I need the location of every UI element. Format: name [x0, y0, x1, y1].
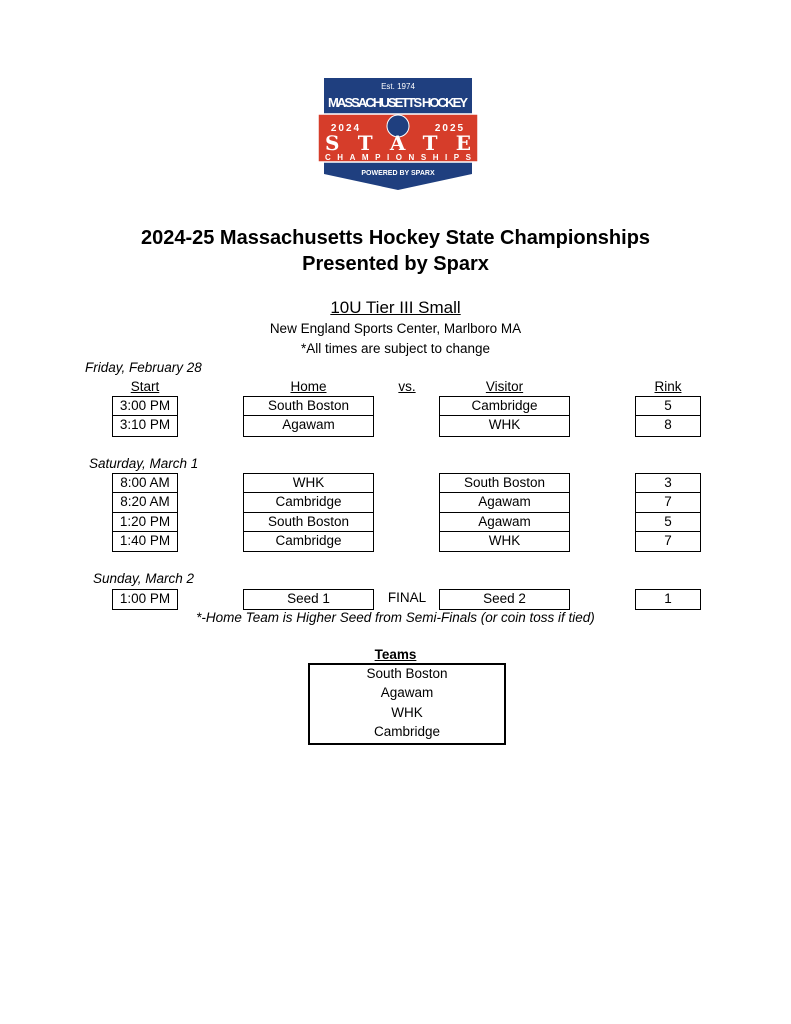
rink-cell: 5 [636, 513, 700, 532]
rink-cell: 7 [664, 532, 672, 548]
start-cell: 8:20 AM [113, 493, 177, 513]
home-cell: Agawam [282, 417, 335, 433]
page-subtitle: Presented by Sparx [302, 253, 489, 275]
svg-text:2025: 2025 [435, 123, 465, 134]
svg-text:2024: 2024 [331, 123, 361, 134]
final-label: FINAL [387, 590, 427, 605]
visitor-cell: WHK [488, 417, 521, 433]
header-home: Home [290, 379, 327, 394]
rink-cell: 3 [636, 474, 700, 494]
header-start: Start [130, 379, 160, 394]
team-item: South Boston [366, 666, 448, 681]
state-championships-logo: Est. 1974 MASSACHUSETTS HOCKEY 2024 2025… [318, 78, 478, 190]
page-title: 2024-25 Massachusetts Hockey State Champ… [140, 227, 651, 249]
visitor-cell: WHK [488, 532, 521, 548]
team-item: WHK [391, 704, 423, 720]
division-title: 10U Tier III Small [330, 298, 461, 317]
svg-text:Est. 1974: Est. 1974 [381, 82, 415, 91]
visitor-column: Seed 2 [439, 589, 570, 611]
svg-text:MASSACHUSETTS HOCKEY: MASSACHUSETTS HOCKEY [328, 95, 468, 110]
home-cell: WHK [244, 474, 373, 494]
team-item: Cambridge [373, 723, 441, 739]
home-cell: South Boston [244, 513, 373, 532]
header-rink: Rink [654, 379, 682, 394]
header-vs: vs. [398, 379, 416, 394]
visitor-cell: Agawam [440, 493, 569, 513]
home-cell: Cambridge [275, 532, 342, 548]
visitor-cell: South Boston [440, 474, 569, 494]
team-item: Agawam [380, 685, 434, 701]
header-visitor: Visitor [485, 379, 524, 394]
day-label: Saturday, March 1 [89, 456, 199, 471]
rink-cell: 7 [636, 493, 700, 513]
teams-title: Teams [374, 647, 417, 662]
start-cell: 1:40 PM [119, 532, 171, 548]
start-cell: 3:00 PM [113, 397, 177, 417]
day-label: Friday, February 28 [85, 360, 202, 375]
day-label: Sunday, March 2 [93, 571, 195, 586]
home-cell: Seed 1 [287, 591, 330, 606]
start-cell: 8:00 AM [113, 474, 177, 494]
visitor-cell: Cambridge [440, 397, 569, 417]
rink-cell: 1 [664, 591, 672, 606]
home-cell: South Boston [244, 397, 373, 417]
venue: New England Sports Center, Marlboro MA [269, 321, 522, 336]
visitor-cell: Agawam [440, 513, 569, 532]
svg-text:POWERED BY SPARX: POWERED BY SPARX [361, 170, 435, 177]
home-column: Seed 1 [243, 589, 374, 611]
start-cell: 1:00 PM [119, 591, 171, 606]
disclaimer: *All times are subject to change [300, 341, 491, 356]
start-column: 1:00 PM [112, 589, 178, 611]
start-cell: 3:10 PM [119, 417, 171, 433]
start-cell: 1:20 PM [113, 513, 177, 532]
visitor-cell: Seed 2 [483, 591, 526, 606]
home-cell: Cambridge [244, 493, 373, 513]
rink-cell: 5 [636, 397, 700, 417]
svg-text:CHAMPIONSHIPS: CHAMPIONSHIPS [325, 153, 472, 162]
teams-list: South Boston Agawam WHK Cambridge [308, 663, 506, 746]
rink-cell: 8 [664, 417, 672, 433]
final-note: *-Home Team is Higher Seed from Semi-Fin… [196, 610, 595, 625]
rink-column: 1 [635, 589, 701, 611]
